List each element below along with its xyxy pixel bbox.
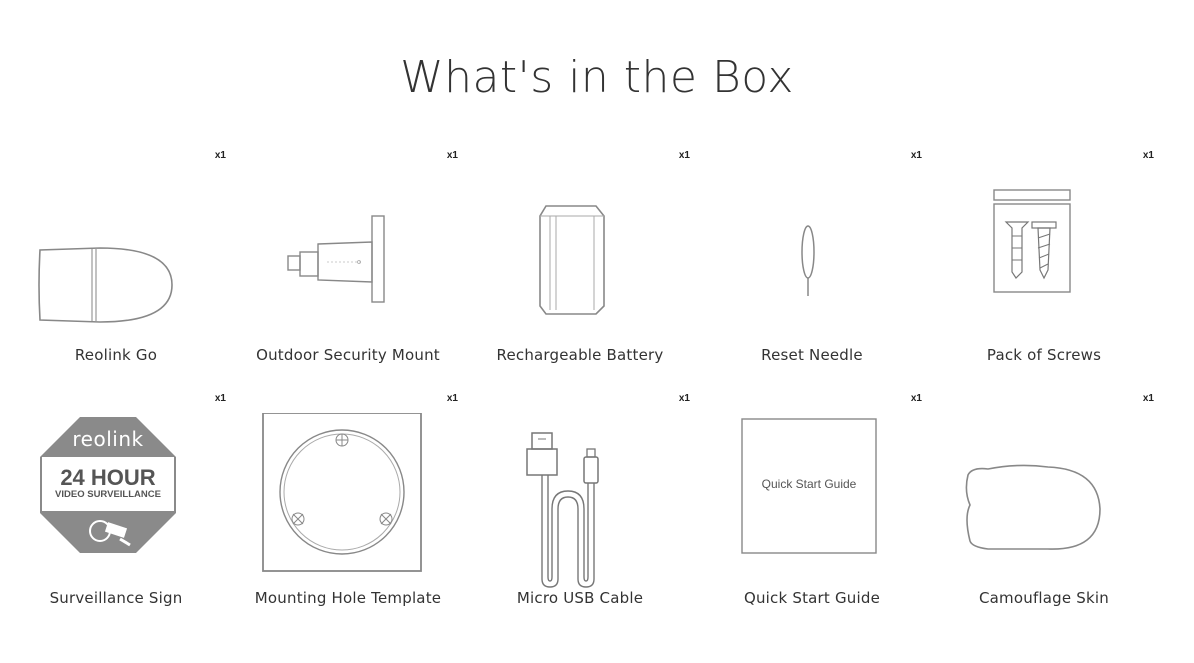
quantity-badge: x1 <box>446 393 458 404</box>
quantity-badge: x1 <box>214 150 226 161</box>
item-label: Surveillance Sign <box>49 589 183 607</box>
battery-icon <box>464 170 696 350</box>
item-rechargeable-battery: x1 Rechargeable Battery <box>464 150 696 390</box>
item-label: Outdoor Security Mount <box>256 346 440 364</box>
quantity-badge: x1 <box>1142 393 1154 404</box>
item-label: Mounting Hole Template <box>254 589 442 607</box>
item-outdoor-security-mount: x1 Outdoor Security Mount <box>232 150 464 390</box>
item-label: Camouflage Skin <box>978 589 1109 607</box>
quantity-badge: x1 <box>910 150 922 161</box>
camera-icon <box>0 170 232 350</box>
item-label: Micro USB Cable <box>516 589 644 607</box>
sign-line2: VIDEO SURVEILLANCE <box>55 489 161 500</box>
screws-icon <box>928 170 1160 350</box>
item-reset-needle: x1 Reset Needle <box>696 150 928 390</box>
mount-icon <box>232 170 464 350</box>
quantity-badge: x1 <box>446 150 458 161</box>
item-pack-of-screws: x1 Pack of Screws <box>928 150 1160 390</box>
item-label: Reset Needle <box>761 346 863 364</box>
item-label: Reolink Go <box>74 346 158 364</box>
sign-line1: 24 HOUR <box>60 465 156 490</box>
sign-brand: reolink <box>72 427 144 451</box>
quantity-badge: x1 <box>214 393 226 404</box>
item-surveillance-sign: x1 reolink 24 HOUR VIDEO SURVEILLANCE Su… <box>0 393 232 633</box>
sign-icon <box>0 413 232 593</box>
item-reolink-go: x1 Reolink Go <box>0 150 232 390</box>
quantity-badge: x1 <box>1142 150 1154 161</box>
guide-cover-text: Quick Start Guide <box>761 477 857 491</box>
quantity-badge: x1 <box>910 393 922 404</box>
guide-icon <box>696 413 928 593</box>
item-label: Rechargeable Battery <box>496 346 664 364</box>
quantity-badge: x1 <box>678 393 690 404</box>
page-title: What's in the Box <box>400 52 794 103</box>
item-camouflage-skin: x1 Camouflage Skin <box>928 393 1160 633</box>
needle-icon <box>696 170 928 350</box>
item-quick-start-guide: x1 Quick Start Guide Quick Start Guide <box>696 393 928 633</box>
item-mounting-hole-template: x1 Mounting Hole Template <box>232 393 464 633</box>
quantity-badge: x1 <box>678 150 690 161</box>
item-micro-usb-cable: x1 Micro USB Cable <box>464 393 696 633</box>
skin-icon <box>928 413 1160 593</box>
usb-cable-icon <box>464 413 696 593</box>
template-icon <box>232 412 464 593</box>
item-label: Pack of Screws <box>986 346 1102 364</box>
item-label: Quick Start Guide <box>743 589 881 607</box>
